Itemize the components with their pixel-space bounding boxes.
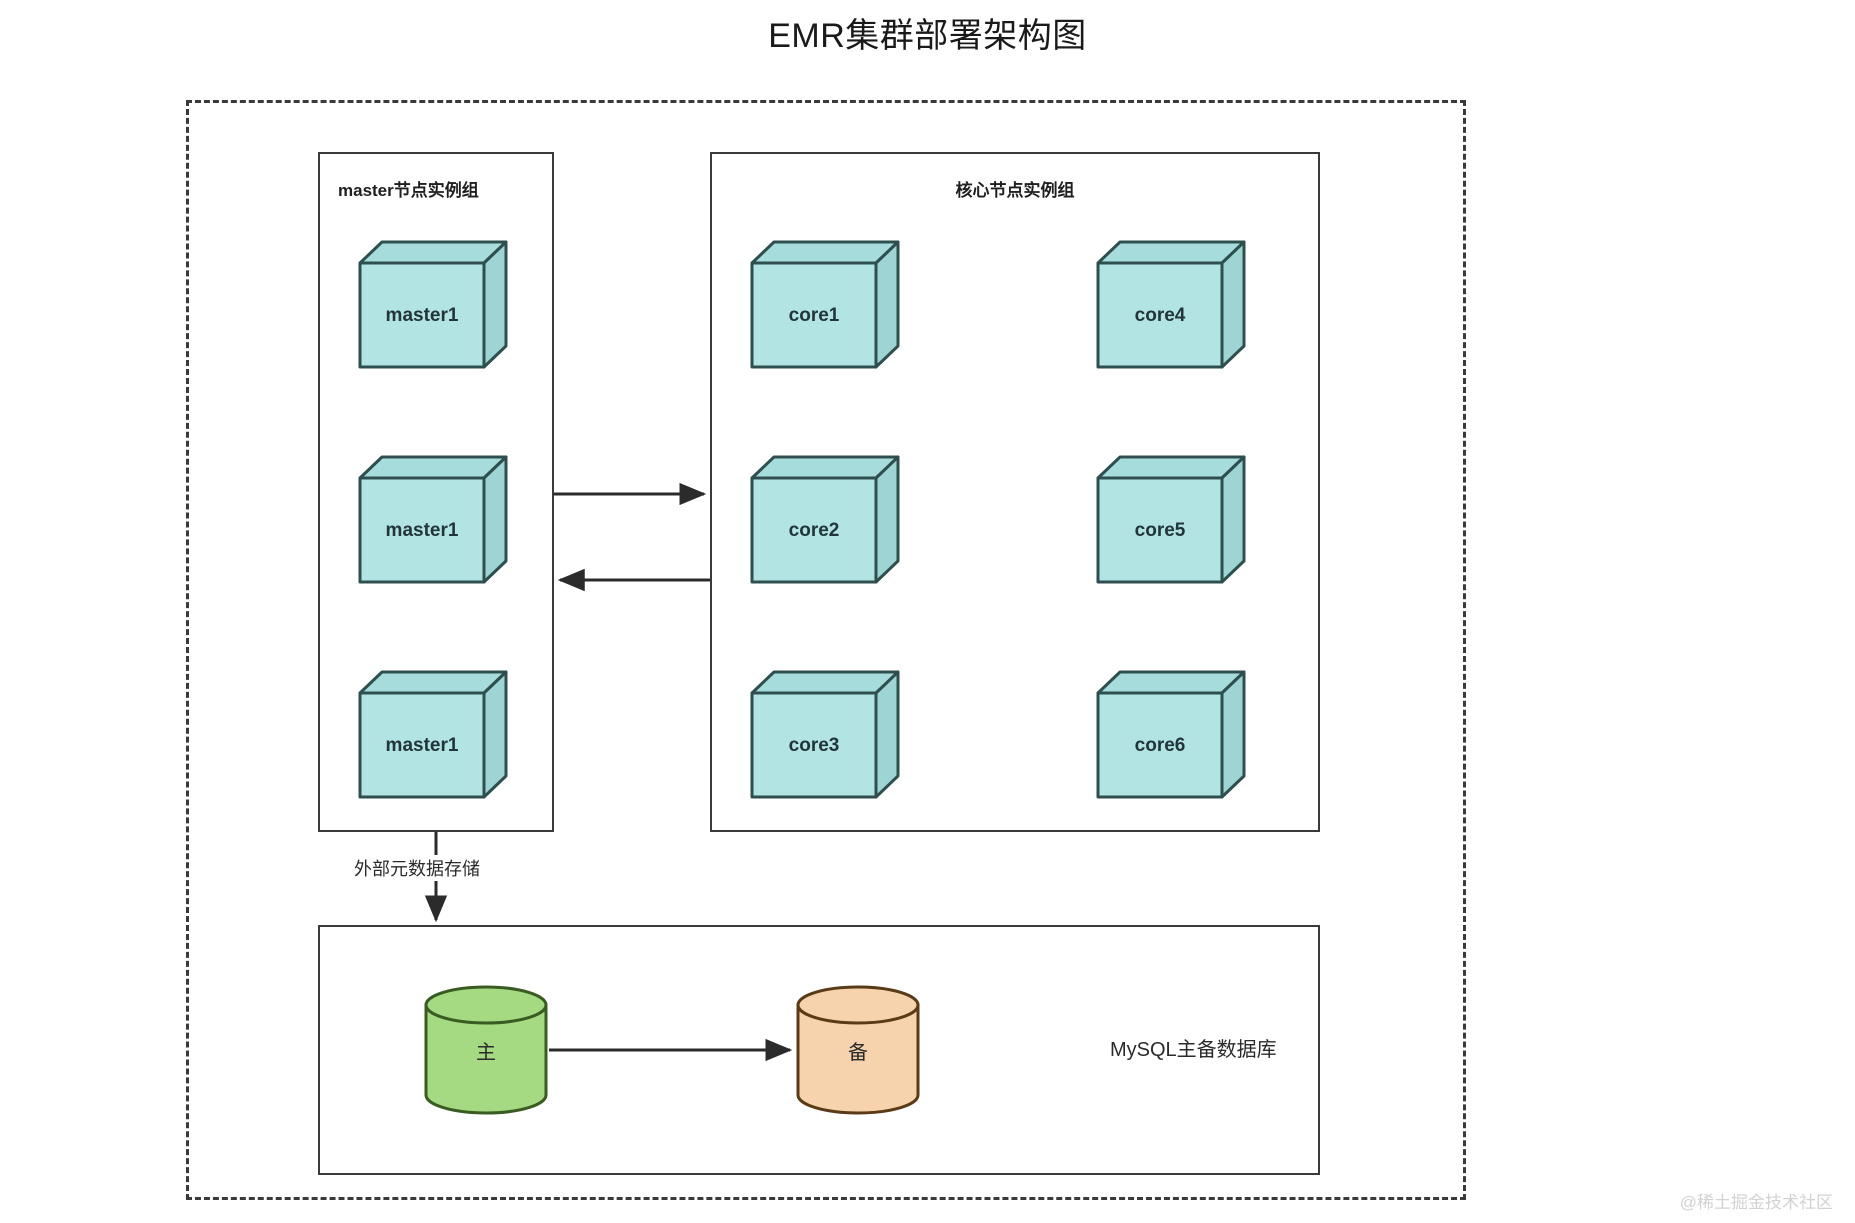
- cube-shape: [750, 240, 900, 369]
- node-core-3[interactable]: core3: [750, 670, 900, 800]
- cube-shape: [750, 455, 900, 584]
- cylinder-shape: [424, 985, 548, 1115]
- node-core-5[interactable]: core5: [1096, 455, 1246, 585]
- database-standby[interactable]: 备: [795, 985, 921, 1115]
- core-group-label: 核心节点实例组: [955, 181, 1075, 200]
- cube-shape: [1096, 670, 1246, 799]
- node-core-6[interactable]: core6: [1096, 670, 1246, 800]
- cube-shape: [358, 670, 508, 799]
- edge-label-metadata-store: 外部元数据存储: [350, 855, 484, 881]
- node-core-1[interactable]: core1: [750, 240, 900, 370]
- cluster-boundary: [186, 100, 1466, 1200]
- watermark: @稀土掘金技术社区: [1679, 1193, 1833, 1212]
- database-primary[interactable]: 主: [423, 985, 549, 1115]
- node-master-2[interactable]: master1: [358, 455, 508, 585]
- master-group-label: master节点实例组: [338, 181, 479, 200]
- node-master-3[interactable]: master1: [358, 670, 508, 800]
- cube-shape: [358, 455, 508, 584]
- cube-shape: [1096, 455, 1246, 584]
- page-title: EMR集群部署架构图: [768, 17, 1087, 55]
- node-master-1[interactable]: master1: [358, 240, 508, 370]
- cube-shape: [1096, 240, 1246, 369]
- cube-shape: [358, 240, 508, 369]
- node-core-4[interactable]: core4: [1096, 240, 1246, 370]
- mysql-group-caption: MySQL主备数据库: [1110, 1039, 1277, 1061]
- cube-shape: [750, 670, 900, 799]
- cylinder-shape: [796, 985, 920, 1115]
- node-core-2[interactable]: core2: [750, 455, 900, 585]
